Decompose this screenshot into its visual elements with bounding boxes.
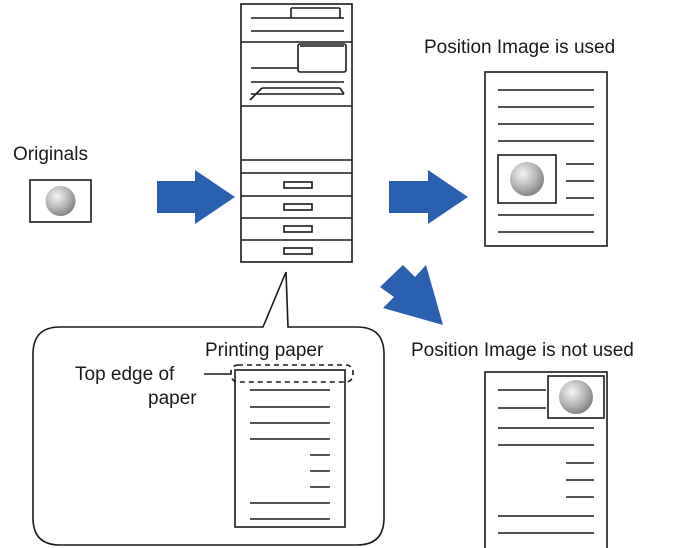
originals-label: Originals bbox=[13, 144, 88, 165]
original-document-icon bbox=[29, 179, 92, 223]
position-used-label: Position Image is used bbox=[424, 37, 616, 58]
right-arrow-icon bbox=[157, 170, 235, 224]
right-arrow-icon bbox=[389, 170, 468, 224]
output-page-position-used bbox=[484, 71, 608, 247]
printing-paper-label: Printing paper bbox=[205, 340, 324, 361]
multifunction-printer-icon bbox=[240, 3, 353, 263]
printing-paper-icon bbox=[234, 369, 346, 528]
top-edge-label-line1: Top edge of bbox=[75, 364, 175, 385]
position-not-used-label: Position Image is not used bbox=[411, 340, 634, 361]
top-edge-label-line2: paper bbox=[148, 388, 197, 409]
top-edge-highlight bbox=[204, 364, 354, 383]
diagonal-arrow-icon bbox=[380, 265, 443, 325]
output-page-position-not-used bbox=[484, 371, 608, 548]
